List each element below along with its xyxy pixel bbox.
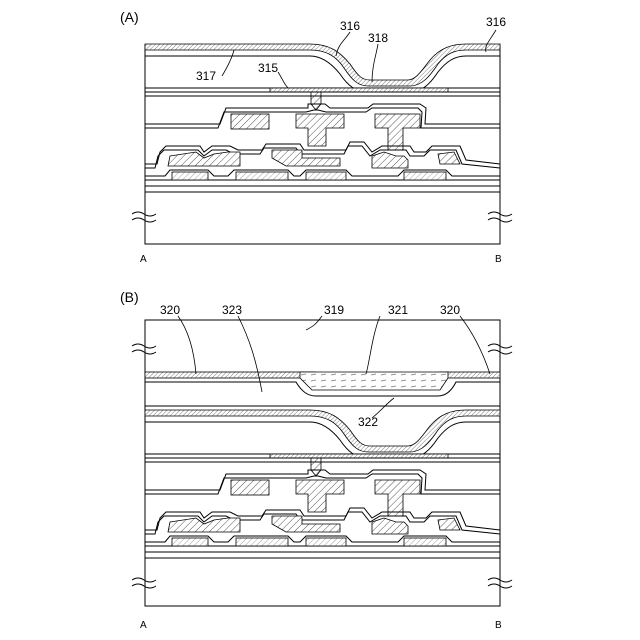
- panel-b-label: (B): [120, 289, 139, 305]
- panel-a-ref-317: 317: [196, 69, 216, 83]
- panel-a-ref-316-right: 316: [486, 15, 506, 29]
- panel-b-electrode-layer: [145, 410, 500, 452]
- panel-a-break-left-icon: [132, 212, 156, 216]
- panel-b-ref-323: 323: [222, 303, 242, 317]
- panel-b-break-bottom-left-icon: [132, 578, 156, 582]
- panel-b-break-top-left-icon: [132, 344, 156, 348]
- panel-b-ref-321: 321: [388, 303, 408, 317]
- panel-b-color-filter-321: [300, 372, 448, 390]
- panel-b-black-matrix-left: [145, 372, 315, 378]
- panel-a-end-b: B: [495, 254, 502, 265]
- panel-b-ref-322: 322: [358, 415, 378, 429]
- panel-b-frame: [145, 320, 500, 606]
- panel-b-end-a: A: [140, 620, 147, 631]
- panel-b-ref-320-right: 320: [440, 303, 460, 317]
- panel-a-ref-316-center: 316: [340, 19, 360, 33]
- panel-b-end-b: B: [495, 620, 502, 631]
- panel-a: (A) 316 318 316 317 315 A B: [120, 9, 512, 265]
- panel-b-tft-stack: [145, 454, 500, 558]
- panel-b: (B) 320 323 319 321 320: [120, 289, 512, 631]
- panel-a-ref-318: 318: [368, 31, 388, 45]
- panel-a-tft-stack: [145, 88, 500, 192]
- panel-b-ref-319: 319: [324, 303, 344, 317]
- panel-a-ref-315: 315: [258, 61, 278, 75]
- panel-a-end-a: A: [140, 254, 147, 265]
- panel-b-ref-320-left: 320: [160, 303, 180, 317]
- panel-b-black-matrix-right: [440, 372, 500, 378]
- panel-a-label: (A): [120, 9, 139, 25]
